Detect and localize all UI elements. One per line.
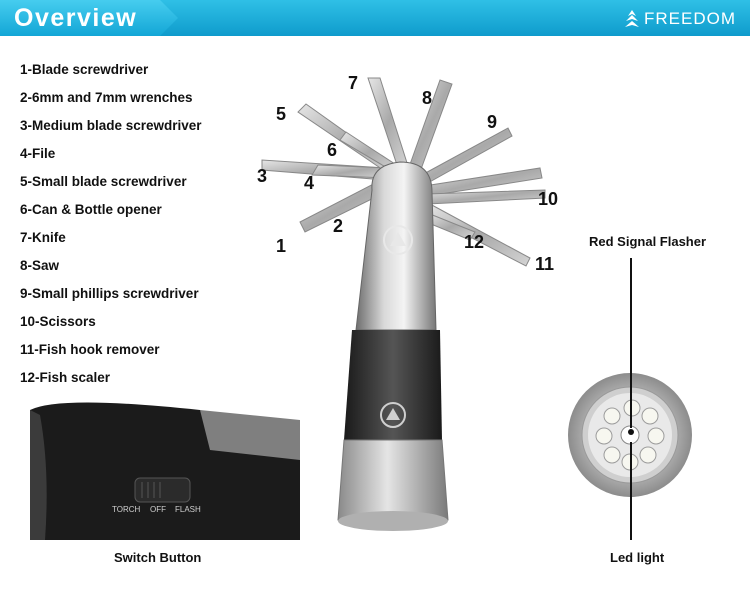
switch-closeup xyxy=(30,402,300,540)
feature-item: 6-Can & Bottle opener xyxy=(20,202,162,217)
led-head xyxy=(568,373,692,497)
feature-item: 10-Scissors xyxy=(20,314,96,329)
callout-9: 9 xyxy=(487,112,498,132)
feature-item: 4-File xyxy=(20,146,56,161)
feature-item: 11-Fish hook remover xyxy=(20,342,160,357)
callout-11: 11 xyxy=(535,254,555,274)
callout-1: 1 xyxy=(276,236,287,256)
flashlight-body xyxy=(337,161,449,531)
switch-label-flash: FLASH xyxy=(175,505,201,514)
caption-red-signal-flasher: Red Signal Flasher xyxy=(589,234,707,249)
switch-label-torch: TORCH xyxy=(112,505,141,514)
page-title: Overview xyxy=(14,4,138,32)
feature-list: 1-Blade screwdriver 2-6mm and 7mm wrench… xyxy=(20,62,202,398)
header-bar: Overview FREEDOM xyxy=(0,0,750,36)
brand: FREEDOM xyxy=(624,8,736,30)
callout-4: 4 xyxy=(304,173,315,193)
caption-switch-button: Switch Button xyxy=(114,550,202,565)
feature-item: 5-Small blade screwdriver xyxy=(20,174,187,189)
feature-item: 8-Saw xyxy=(20,258,60,273)
tool-blades xyxy=(261,77,546,267)
callout-3: 3 xyxy=(257,166,268,186)
callout-6: 6 xyxy=(327,140,338,160)
caption-led-light: Led light xyxy=(610,550,665,565)
callout-10: 10 xyxy=(538,189,559,209)
callout-12: 12 xyxy=(464,232,485,252)
header-tab xyxy=(0,0,178,36)
brand-logo-icon xyxy=(625,10,639,27)
callout-8: 8 xyxy=(422,88,433,108)
brand-name: FREEDOM xyxy=(644,9,736,28)
feature-item: 12-Fish scaler xyxy=(20,370,111,385)
feature-item: 1-Blade screwdriver xyxy=(20,62,149,77)
callout-5: 5 xyxy=(276,104,287,124)
callout-7: 7 xyxy=(348,73,359,93)
feature-item: 3-Medium blade screwdriver xyxy=(20,118,202,133)
feature-item: 2-6mm and 7mm wrenches xyxy=(20,90,193,105)
callout-2: 2 xyxy=(333,216,344,236)
feature-item: 7-Knife xyxy=(20,230,66,245)
feature-item: 9-Small phillips screwdriver xyxy=(20,286,199,301)
switch-label-off: OFF xyxy=(150,505,166,514)
